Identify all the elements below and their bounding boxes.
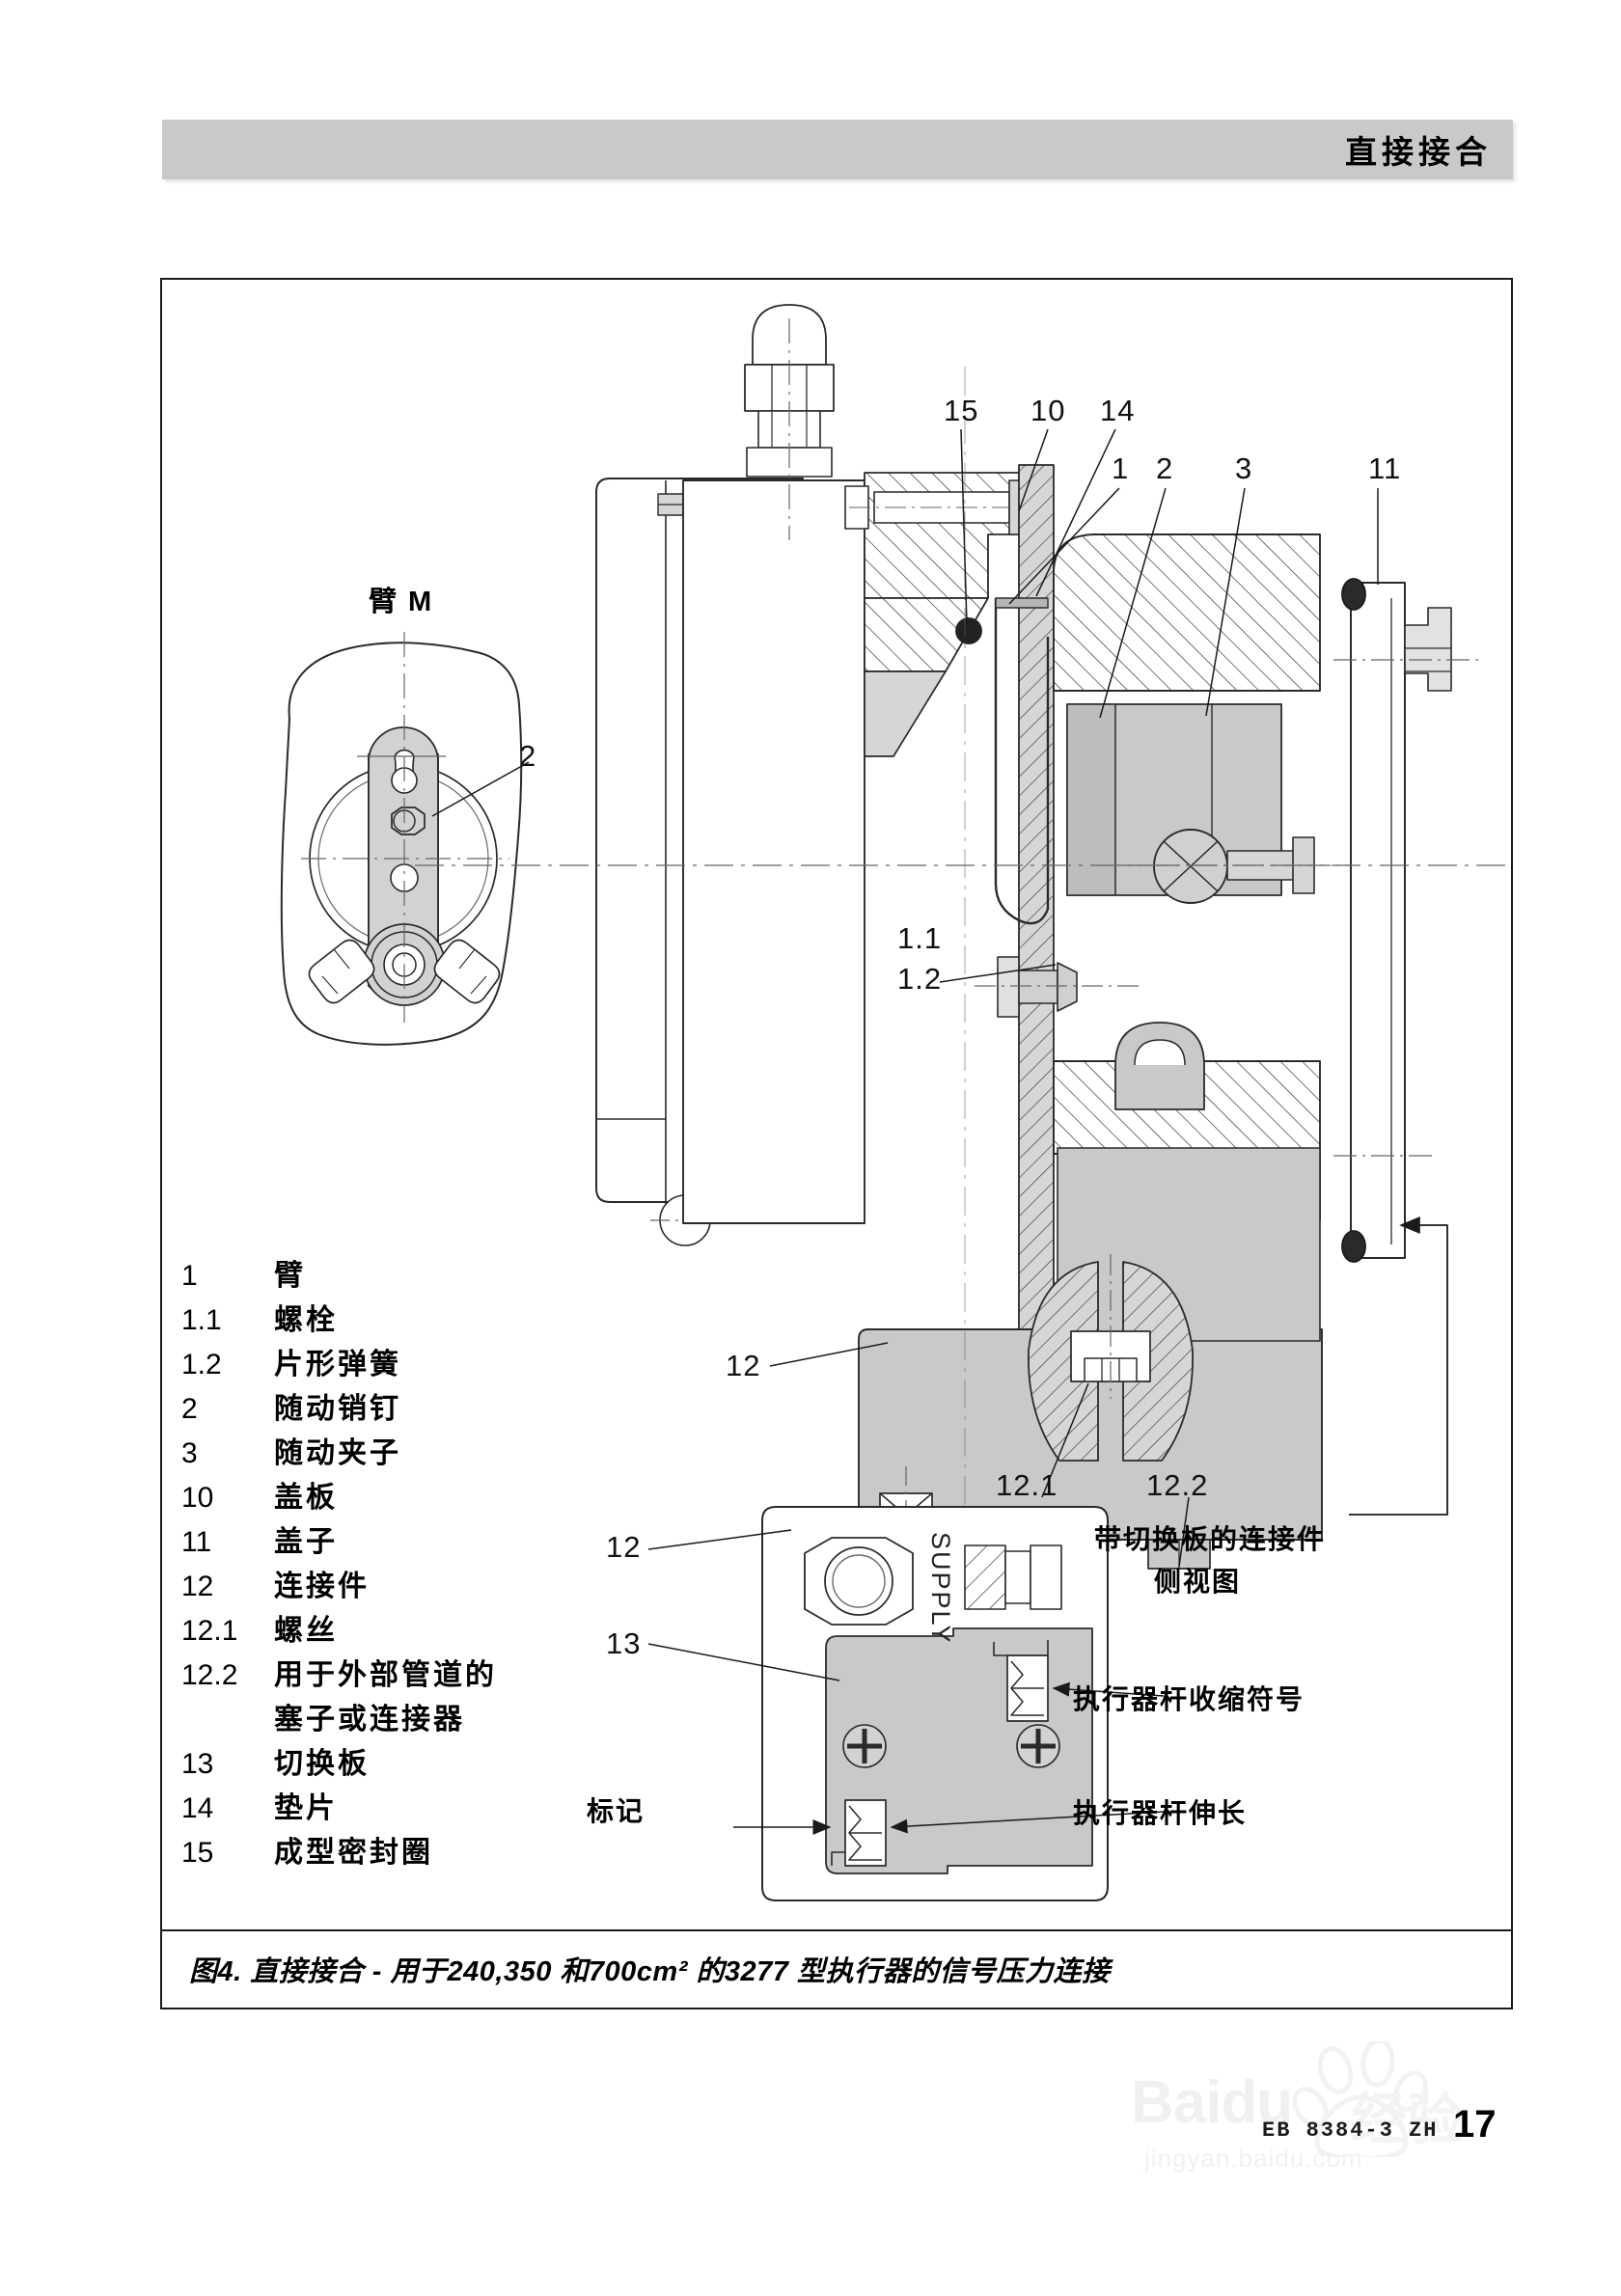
callout-10: 10 — [1030, 394, 1066, 427]
legend-label: 片形弹簧 — [274, 1349, 401, 1380]
legend-item: 1 臂 — [181, 1254, 587, 1298]
legend-list: 1 臂 1.1 螺栓 1.2 片形弹簧 2 随动销钉 3 随动夹子 10 盖板 … — [181, 1254, 587, 1875]
callout-13-detail: 13 — [606, 1626, 642, 1660]
legend-item: 11 盖子 — [181, 1520, 587, 1565]
callout-3: 3 — [1235, 451, 1253, 485]
legend-label: 螺丝 — [274, 1615, 338, 1647]
page-header-bar: 直接接合 — [162, 120, 1513, 179]
legend-number: 14 — [181, 1792, 214, 1824]
legend-label: 随动夹子 — [274, 1437, 401, 1469]
side-view-annotation-line2: 侧视图 — [1154, 1567, 1242, 1597]
legend-label: 盖子 — [274, 1526, 338, 1558]
legend-number: 13 — [181, 1748, 214, 1780]
legend-label: 用于外部管道的 — [274, 1659, 497, 1691]
legend-label: 随动销钉 — [274, 1393, 401, 1425]
callout-11: 11 — [1368, 451, 1402, 485]
legend-number: 10 — [181, 1482, 214, 1514]
legend-item: 1.1 螺栓 — [181, 1298, 587, 1343]
legend-label: 盖板 — [274, 1482, 338, 1514]
legend-number: 12.2 — [181, 1659, 238, 1691]
legend-label: 臂 — [274, 1260, 306, 1292]
marking-annotation: 标记 — [587, 1796, 646, 1826]
legend-item: 10 盖板 — [181, 1476, 587, 1520]
legend-label: 成型密封圈 — [274, 1837, 433, 1869]
legend-number: 12.1 — [181, 1615, 238, 1647]
callout-12-detail: 12 — [606, 1530, 642, 1564]
legend-number: 3 — [181, 1437, 198, 1469]
caption-divider — [162, 1929, 1511, 1931]
legend-item: 3 随动夹子 — [181, 1432, 587, 1476]
legend-number: 1.2 — [181, 1349, 222, 1380]
lever-m-view-label: 臂 M — [369, 587, 434, 617]
callout-1-1: 1.1 — [897, 921, 943, 955]
callout-14: 14 — [1100, 394, 1136, 427]
page-title: 直接接合 — [1345, 134, 1492, 170]
callout-2-lever: 2 — [519, 739, 537, 773]
watermark-url: jingyan.baidu.com — [1144, 2144, 1363, 2173]
callout-1-2: 1.2 — [897, 962, 943, 996]
legend-number: 1.1 — [181, 1304, 222, 1336]
legend-number: 2 — [181, 1393, 198, 1425]
side-view-annotation-line1: 带切换板的连接件 — [1094, 1524, 1327, 1554]
legend-number: 15 — [181, 1837, 214, 1869]
legend-item: 12.1 螺丝 — [181, 1609, 587, 1654]
stem-extends-annotation: 执行器杆伸长 — [1073, 1798, 1248, 1828]
callout-12-2: 12.2 — [1146, 1468, 1209, 1502]
legend-number: 11 — [181, 1526, 212, 1558]
legend-item: 2 随动销钉 — [181, 1387, 587, 1432]
legend-label: 螺栓 — [274, 1304, 338, 1336]
callout-12: 12 — [726, 1349, 761, 1382]
legend-item: 14 垫片 — [181, 1787, 587, 1831]
callout-2: 2 — [1156, 451, 1174, 485]
legend-label: 垫片 — [274, 1792, 338, 1824]
callout-15: 15 — [944, 394, 979, 427]
legend-item: 12.2 用于外部管道的 — [181, 1654, 587, 1698]
legend-item: 12 连接件 — [181, 1565, 587, 1609]
legend-item: 13 切换板 — [181, 1742, 587, 1787]
legend-number: 12 — [181, 1571, 214, 1602]
stem-retracts-annotation: 执行器杆收缩符号 — [1073, 1684, 1305, 1714]
document-code: EB 8384-3 ZH — [1262, 2118, 1439, 2143]
legend-label: 连接件 — [274, 1571, 370, 1602]
legend-number: 1 — [181, 1260, 198, 1292]
legend-item: 1.2 片形弹簧 — [181, 1343, 587, 1387]
legend-item-continuation: 塞子或连接器 — [181, 1698, 587, 1742]
legend-item: 15 成型密封圈 — [181, 1831, 587, 1875]
callout-1: 1 — [1112, 451, 1130, 485]
legend-label: 切换板 — [274, 1748, 370, 1780]
legend-label-continuation: 塞子或连接器 — [274, 1704, 465, 1736]
figure-caption: 图4. 直接接合 - 用于240,350 和700cm² 的3277 型执行器的… — [189, 1956, 1111, 1987]
supply-label: SUPPLY — [926, 1532, 955, 1645]
callout-12-1: 12.1 — [996, 1468, 1058, 1502]
watermark-brand-cn: 经验 — [1351, 2089, 1464, 2151]
page-number: 17 — [1453, 2103, 1497, 2146]
